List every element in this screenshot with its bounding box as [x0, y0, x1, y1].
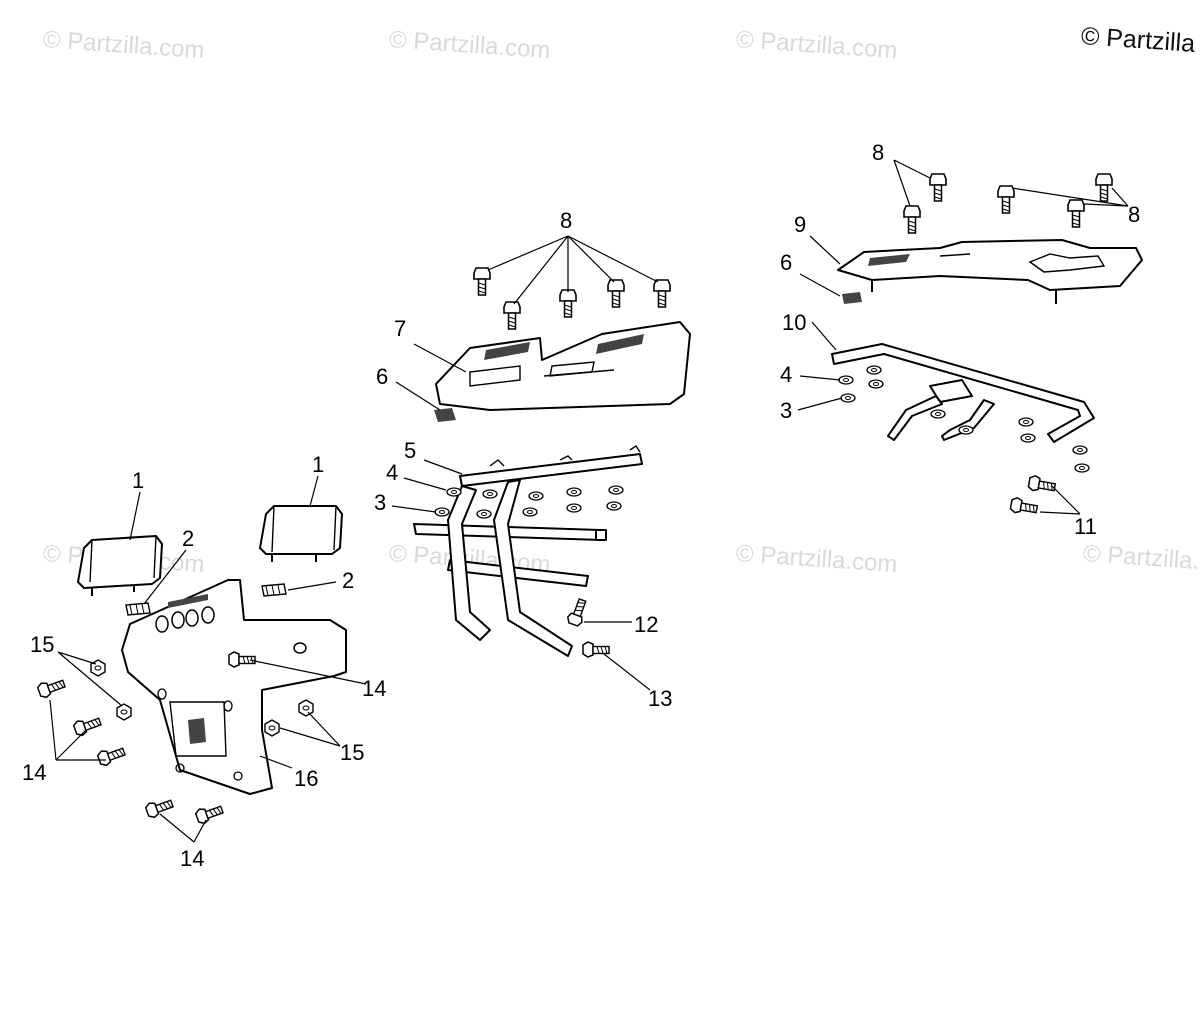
washer-4: [930, 409, 946, 419]
bolt-8-g: [903, 205, 921, 234]
callout-8: 8: [1128, 202, 1140, 227]
bolt-11-a: [1027, 474, 1057, 495]
callout-15: 15: [30, 632, 54, 657]
callout-13: 13: [648, 686, 672, 711]
callout-3: 3: [780, 398, 792, 423]
decal-6: [842, 292, 862, 304]
clip-right: [261, 583, 287, 597]
washer-4: [868, 379, 884, 389]
bolt-14-b: [35, 675, 67, 700]
decal-6: [434, 408, 456, 422]
washer-3: [1074, 463, 1090, 473]
callout-5: 5: [404, 438, 416, 463]
callout-4: 4: [780, 362, 792, 387]
headlight-housing-right: [259, 505, 343, 562]
callout-2: 2: [342, 568, 354, 593]
rear-rack-frame: [831, 343, 1095, 443]
front-panel: [121, 579, 347, 795]
front-rack-plate: [435, 321, 691, 411]
nut-15-d: [298, 699, 314, 717]
callout-1: 1: [132, 468, 144, 493]
washer-4: [446, 487, 462, 497]
bolt-8-e: [653, 279, 671, 308]
callout-14: 14: [180, 846, 204, 871]
callout-10: 10: [782, 310, 806, 335]
clip-left: [125, 602, 151, 616]
washer-4: [838, 375, 854, 385]
washer-3: [566, 503, 582, 513]
callout-14: 14: [22, 760, 46, 785]
callout-4: 4: [386, 460, 398, 485]
callout-8: 8: [872, 140, 884, 165]
washer-4: [482, 489, 498, 499]
callout-6: 6: [780, 250, 792, 275]
washer-3: [522, 507, 538, 517]
nut-15-a: [90, 659, 106, 677]
callout-9: 9: [794, 212, 806, 237]
washer-3: [1020, 433, 1036, 443]
washer-3: [840, 393, 856, 403]
callout-15: 15: [340, 740, 364, 765]
bolt-14-e: [143, 795, 175, 820]
callout-8: 8: [560, 208, 572, 233]
bolt-8-f: [929, 173, 947, 202]
bolt-11-b: [1009, 496, 1039, 517]
bolt-14-d: [95, 743, 127, 768]
callout-1: 1: [312, 452, 324, 477]
washer-4: [608, 485, 624, 495]
washer-3: [866, 365, 882, 375]
callout-3: 3: [374, 490, 386, 515]
bolt-8-j: [1067, 199, 1085, 228]
bolt-8-a: [473, 267, 491, 296]
washer-4: [566, 487, 582, 497]
bolt-8-d: [607, 279, 625, 308]
bolt-14-c: [71, 713, 103, 738]
callout-7: 7: [394, 316, 406, 341]
nut-15-b: [116, 703, 132, 721]
callout-6: 6: [376, 364, 388, 389]
washer-4: [1018, 417, 1034, 427]
callout-2: 2: [182, 526, 194, 551]
bolt-8-b: [503, 301, 521, 330]
washer-3: [606, 501, 622, 511]
front-rack-frame: [413, 445, 643, 657]
nut-15-c: [264, 719, 280, 737]
bolt-8-h: [997, 185, 1015, 214]
callout-12: 12: [634, 612, 658, 637]
washer-3: [476, 509, 492, 519]
callout-16: 16: [294, 766, 318, 791]
washer-4: [528, 491, 544, 501]
callout-11: 11: [1074, 514, 1097, 539]
bolt-8-c: [559, 289, 577, 318]
washer-4: [1072, 445, 1088, 455]
washer-3: [434, 507, 450, 517]
bolt-8-i: [1095, 173, 1113, 202]
washer-3: [958, 425, 974, 435]
rear-rack-plate: [837, 239, 1143, 304]
callout-14: 14: [362, 676, 386, 701]
headlight-housing-left: [77, 535, 163, 596]
bolt-14-f: [193, 801, 225, 826]
